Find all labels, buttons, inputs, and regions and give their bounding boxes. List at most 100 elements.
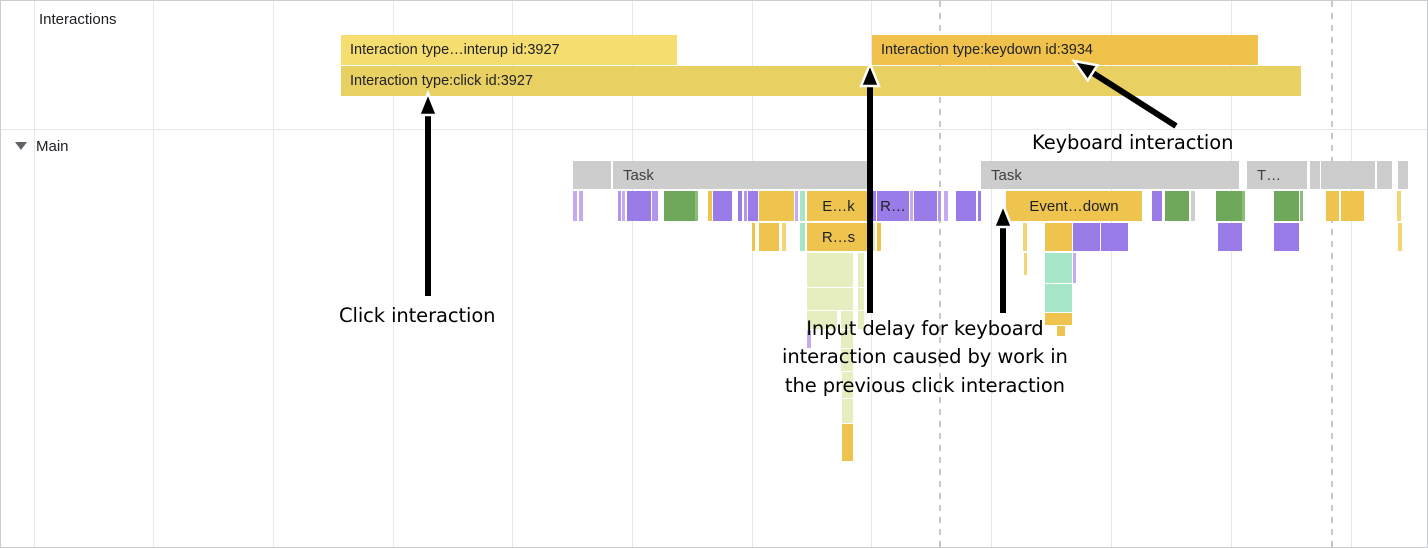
gridline-marker-dotted xyxy=(939,1,941,547)
chevron-down-icon[interactable] xyxy=(15,142,27,150)
event-block[interactable] xyxy=(841,330,853,348)
event-block[interactable] xyxy=(1341,191,1364,221)
interaction-pointerup[interactable]: Interaction type…interup id:3927 xyxy=(341,35,677,65)
event-block[interactable] xyxy=(956,191,976,221)
event-block[interactable] xyxy=(871,191,876,221)
task-block[interactable]: T… xyxy=(1247,161,1307,189)
event-block[interactable] xyxy=(944,191,948,221)
event-block[interactable] xyxy=(1045,284,1072,312)
event-block[interactable] xyxy=(695,191,698,221)
event-block[interactable] xyxy=(1242,191,1245,221)
event-block[interactable] xyxy=(1057,326,1065,336)
event-block[interactable] xyxy=(759,223,779,251)
gridline xyxy=(153,1,154,547)
track-label-main[interactable]: Main xyxy=(36,138,69,155)
track-divider xyxy=(1,129,1427,130)
event-block[interactable] xyxy=(579,191,583,221)
task-block[interactable] xyxy=(1398,161,1408,189)
annotation-keyboard-interaction-arrow xyxy=(1071,59,1178,129)
event-block[interactable] xyxy=(877,223,881,251)
event-block[interactable] xyxy=(807,311,837,329)
event-block[interactable] xyxy=(1045,253,1072,283)
event-block[interactable] xyxy=(573,191,577,221)
event-block[interactable] xyxy=(910,191,913,221)
event-block[interactable] xyxy=(1191,191,1195,221)
event-block[interactable] xyxy=(1165,191,1189,221)
event-block[interactable] xyxy=(1024,253,1027,275)
annotation-input-delay: Input delay for keyboard interaction cau… xyxy=(782,317,1068,397)
event-block[interactable] xyxy=(1398,223,1402,251)
event-block[interactable] xyxy=(841,349,853,371)
event-block[interactable] xyxy=(1045,223,1072,251)
task-block[interactable]: Task xyxy=(981,161,1239,189)
event-block[interactable] xyxy=(795,191,798,221)
interaction-keydown[interactable]: Interaction type:keydown id:3934 xyxy=(872,35,1258,65)
gridline xyxy=(273,1,274,547)
task-block[interactable] xyxy=(1310,161,1320,189)
event-block[interactable] xyxy=(664,191,695,221)
gridline xyxy=(393,1,394,547)
gridline xyxy=(752,1,753,547)
event-block[interactable] xyxy=(800,191,805,221)
task-block[interactable] xyxy=(1382,161,1392,189)
event-block[interactable] xyxy=(1397,191,1401,221)
event-block[interactable] xyxy=(738,191,742,221)
event-block[interactable] xyxy=(858,311,864,329)
event-block-labeled[interactable]: R… xyxy=(877,191,909,221)
event-block[interactable] xyxy=(1073,223,1100,251)
task-block[interactable]: Task xyxy=(613,161,871,189)
event-block[interactable] xyxy=(842,424,853,461)
event-block[interactable] xyxy=(842,372,853,398)
event-block[interactable] xyxy=(708,191,712,221)
event-block[interactable] xyxy=(627,191,651,221)
event-block[interactable] xyxy=(1218,223,1242,251)
annotation-keyboard-interaction: Keyboard interaction xyxy=(1032,131,1234,154)
event-block-labeled[interactable]: Event…down xyxy=(1006,191,1142,221)
gridline xyxy=(632,1,633,547)
annotation-input-delay-arrow xyxy=(859,60,881,313)
gridline-marker-dotted xyxy=(1331,1,1333,547)
event-block[interactable] xyxy=(841,311,853,329)
event-block[interactable] xyxy=(748,191,758,221)
event-block[interactable] xyxy=(782,223,786,251)
event-block[interactable] xyxy=(914,191,937,221)
task-block[interactable] xyxy=(573,161,611,189)
event-block[interactable] xyxy=(1101,223,1128,251)
event-block-labeled[interactable]: E…k xyxy=(807,191,870,221)
gridline xyxy=(512,1,513,547)
event-block[interactable] xyxy=(978,191,981,221)
event-block[interactable] xyxy=(1045,313,1072,325)
event-block[interactable] xyxy=(618,191,621,221)
event-block[interactable] xyxy=(1326,191,1339,221)
gridline xyxy=(991,1,992,547)
annotation-click-interaction: Click interaction xyxy=(339,304,496,327)
event-block-labeled[interactable]: R…s xyxy=(807,223,870,251)
event-block[interactable] xyxy=(858,253,864,287)
event-block[interactable] xyxy=(1274,223,1299,251)
event-block[interactable] xyxy=(807,330,811,348)
event-block[interactable] xyxy=(752,223,755,251)
event-block[interactable] xyxy=(622,191,625,221)
event-block[interactable] xyxy=(1300,191,1303,221)
interaction-click[interactable]: Interaction type:click id:3927 xyxy=(341,66,1301,96)
event-block[interactable] xyxy=(1073,253,1076,283)
track-label-interactions[interactable]: Interactions xyxy=(39,11,117,28)
event-block[interactable] xyxy=(807,288,853,310)
gridline xyxy=(1231,1,1232,547)
event-block[interactable] xyxy=(800,223,805,251)
event-block[interactable] xyxy=(1274,191,1299,221)
event-block[interactable] xyxy=(938,191,941,221)
event-block[interactable] xyxy=(1152,191,1162,221)
event-block[interactable] xyxy=(1216,191,1242,221)
event-block[interactable] xyxy=(842,399,853,423)
gridline xyxy=(1351,1,1352,547)
event-block[interactable] xyxy=(858,288,864,310)
event-block[interactable] xyxy=(652,191,658,221)
event-block[interactable] xyxy=(744,191,747,221)
event-block[interactable] xyxy=(759,191,794,221)
task-block[interactable] xyxy=(1321,161,1375,189)
event-block[interactable] xyxy=(1023,223,1027,251)
event-block[interactable] xyxy=(807,253,853,287)
event-block[interactable] xyxy=(713,191,732,221)
